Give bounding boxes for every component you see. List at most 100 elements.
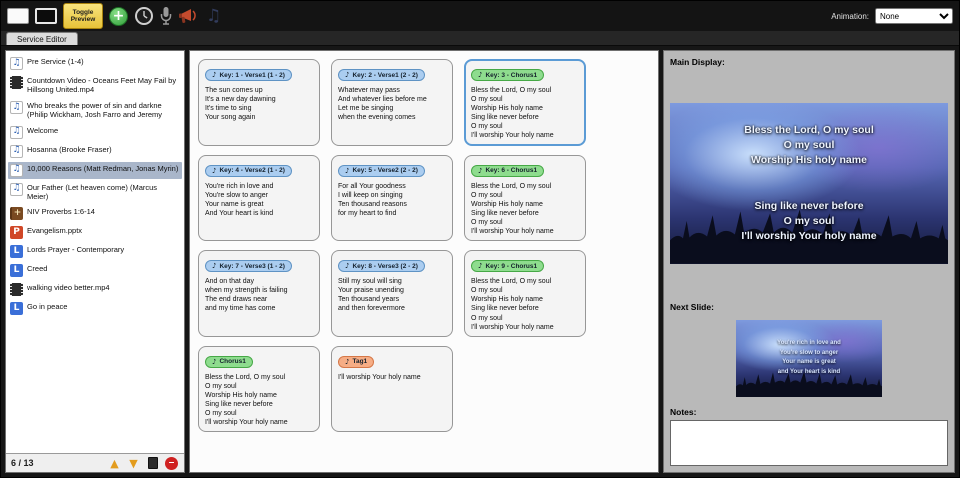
main-display-label: Main Display: [670, 57, 725, 67]
lyric-line: Your name is great [782, 359, 836, 366]
music-note-icon: ♪ [212, 357, 217, 366]
slide-section-badge: ♪Key: 9 - Chorus1 [471, 260, 545, 273]
slide-section-label: Key: 3 - Chorus1 [485, 71, 538, 79]
slide-lyrics: Bless the Lord, O my soul O my soul Wors… [471, 278, 554, 331]
slide-section-badge: ♪Key: 8 - Verse3 (2 - 2) [338, 260, 425, 273]
slide-card[interactable]: ♪Key: 7 - Verse3 (1 - 2)And on that day … [198, 250, 320, 337]
slide-lyrics: The sun comes up It's a new day dawning … [205, 87, 276, 122]
slide-section-label: Key: 8 - Verse3 (2 - 2) [352, 262, 418, 270]
slides-grid: ♪Key: 1 - Verse1 (1 - 2) The sun comes up… [198, 59, 650, 433]
lyric-line: O my soul [783, 215, 835, 228]
lyric-line: Bless the Lord, O my soul [744, 124, 874, 137]
music-button[interactable]: ♫ [206, 2, 221, 30]
list-item[interactable]: ♫Who breaks the power of sin and darkne … [8, 99, 182, 122]
slide-section-badge: ♪Chorus1 [205, 355, 253, 368]
slide-section-badge: ♪Key: 1 - Verse1 (1 - 2) [205, 69, 292, 81]
slide-section-label: Key: 4 - Verse2 (1 - 2) [219, 167, 285, 175]
slide-card[interactable]: ♪Key: 4 - Verse2 (1 - 2)You're rich in l… [198, 154, 320, 242]
slide-section-badge: ♪Tag1 [338, 355, 375, 368]
list-item-label: walking video better.mp4 [27, 283, 110, 293]
add-item-button[interactable]: + [109, 2, 128, 30]
list-item-label: Creed [27, 264, 48, 274]
slide-lyrics: Bless the Lord, O my soul O my soul Wors… [471, 182, 554, 236]
list-item[interactable]: walking video better.mp4 [8, 281, 182, 298]
notes-input[interactable] [670, 420, 948, 466]
tab-service-editor[interactable]: Service Editor [6, 32, 78, 45]
blackout-screen-button[interactable] [35, 2, 57, 30]
white-screen-icon [7, 8, 29, 24]
schedule-button[interactable] [134, 2, 154, 30]
slide-section-badge: ♪Key: 3 - Chorus1 [471, 69, 545, 81]
announcement-button[interactable] [178, 2, 200, 30]
item-counter: 6 / 13 [11, 458, 34, 468]
liturgy-icon: L [10, 302, 23, 316]
crowd-silhouette [670, 209, 948, 264]
music-note-icon: ♪ [345, 262, 350, 271]
down-arrow-icon: ▼ [129, 456, 138, 470]
slide-lyrics: Still my soul will sing Your praise unen… [338, 278, 405, 313]
move-up-button[interactable]: ▲ [107, 456, 122, 471]
list-item[interactable]: ♫Hosanna (Brooke Fraser) [8, 143, 182, 160]
edit-item-button[interactable] [145, 456, 160, 471]
slide-section-label: Key: 7 - Verse3 (1 - 2) [219, 262, 285, 270]
video-icon [10, 76, 23, 89]
list-item[interactable]: Countdown Video - Oceans Feet May Fail b… [8, 74, 182, 97]
up-arrow-icon: ▲ [110, 456, 119, 470]
slide-card[interactable]: ♪Key: 8 - Verse3 (2 - 2) Still my soul wi… [331, 250, 453, 337]
lyric-line: I'll worship Your holy name [741, 229, 877, 242]
slide-section-label: Key: 5 - Verse2 (2 - 2) [352, 167, 418, 175]
list-item[interactable]: ♫Welcome [8, 124, 182, 141]
music-note-icon: ♪ [478, 71, 483, 79]
song-icon: ♫ [10, 144, 23, 158]
animation-select[interactable]: None [875, 8, 953, 24]
slide-card[interactable]: ♪Key: 5 - Verse2 (2 - 2)For all Your goo… [331, 154, 453, 242]
plus-icon: + [109, 6, 128, 26]
service-list-panel: ♫Pre Service (1-4) Countdown Video - Ocea… [5, 50, 185, 473]
show-screen-button[interactable] [7, 2, 29, 30]
list-item[interactable]: ♫10,000 Reasons (Matt Redman, Jonas Myri… [8, 161, 182, 179]
list-item[interactable]: NIV Proverbs 1:6-14 [8, 205, 182, 222]
remove-item-button[interactable]: – [164, 456, 179, 471]
song-icon: ♫ [10, 100, 23, 114]
remove-icon: – [165, 456, 178, 470]
lyric-line: You're slow to anger [779, 349, 839, 356]
music-note-icon: ♪ [345, 357, 350, 366]
list-item[interactable]: ♫Pre Service (1-4) [8, 55, 182, 72]
music-note-icon: ♪ [212, 262, 217, 271]
slide-section-badge: ♪Key: 7 - Verse3 (1 - 2) [205, 260, 292, 273]
slide-lyrics: I'll worship Your holy name [338, 373, 421, 381]
lyric-line: and Your heart is kind [777, 368, 841, 375]
list-item[interactable]: ♫ Our Father (Let heaven come) (Marcus Me… [8, 181, 182, 204]
service-list: ♫Pre Service (1-4) Countdown Video - Ocea… [6, 51, 184, 453]
slide-card[interactable]: ♪Key: 1 - Verse1 (1 - 2) The sun comes up… [198, 59, 320, 146]
slide-lyrics: You're rich in love and You're slow to a… [205, 182, 274, 217]
slide-card[interactable]: ♪Key: 2 - Verse1 (2 - 2)Whatever may pas… [331, 59, 453, 146]
list-item-label: Lords Prayer - Contemporary [27, 245, 125, 255]
music-note-icon: ♪ [345, 71, 350, 79]
notes-label: Notes: [670, 407, 697, 417]
slide-section-badge: ♪Key: 5 - Verse2 (2 - 2) [338, 164, 425, 177]
song-icon: ♫ [10, 163, 23, 177]
edit-icon [147, 457, 158, 469]
microphone-button[interactable] [160, 2, 172, 30]
music-note-icon: ♪ [345, 166, 350, 175]
next-slide-label: Next Slide: [670, 301, 714, 312]
megaphone-icon [179, 9, 196, 23]
song-icon: ♫ [10, 57, 23, 70]
list-item-label: Our Father (Let heaven come) (Marcus Mei… [27, 182, 158, 201]
song-icon: ♫ [10, 182, 23, 196]
toggle-preview-button[interactable]: Toggle Preview [63, 3, 103, 29]
move-down-button[interactable]: ▼ [126, 456, 141, 471]
